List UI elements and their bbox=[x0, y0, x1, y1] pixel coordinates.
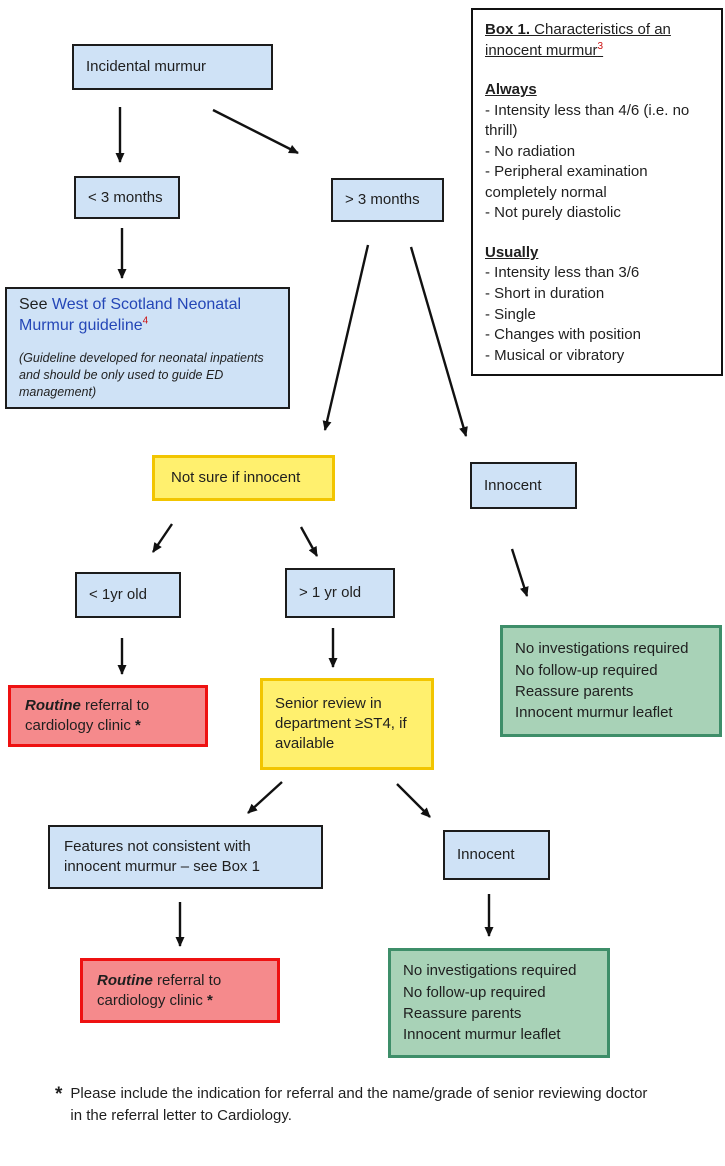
node-outcome-innocent-lower: No investigations required No follow-up … bbox=[388, 948, 610, 1058]
node-gt-1yr-old: > 1 yr old bbox=[285, 568, 395, 618]
footnote-text: Please include the indication for referr… bbox=[70, 1085, 648, 1124]
node-label: < 3 months bbox=[88, 188, 163, 206]
node-senior-review: Senior review in department ≥ST4, if ava… bbox=[260, 678, 434, 770]
guideline-note: (Guideline developed for neonatal inpati… bbox=[19, 351, 264, 400]
guideline-link[interactable]: West of Scotland Neonatal Murmur guideli… bbox=[19, 295, 242, 334]
referral-text: Routine referral to cardiology clinic * bbox=[97, 971, 265, 1011]
node-label: Innocent bbox=[484, 476, 542, 494]
box1-always-item: - Peripheral examination completely norm… bbox=[485, 163, 648, 201]
box1-title-bold: Box 1. bbox=[485, 21, 531, 38]
box1-usually-item: - Changes with position bbox=[485, 326, 641, 344]
box1-usually-item: - Single bbox=[485, 305, 536, 323]
referral-rest: referral to cardiology clinic bbox=[25, 697, 150, 734]
box1-reference-panel: Box 1. Characteristics of an innocent mu… bbox=[471, 8, 723, 376]
referral-emphasis: Routine bbox=[97, 971, 153, 989]
box1-always-item: - Not purely diastolic bbox=[485, 204, 621, 222]
guideline-prefix: See bbox=[19, 295, 52, 313]
node-neonatal-guideline: See West of Scotland Neonatal Murmur gui… bbox=[5, 287, 290, 409]
guideline-text: See West of Scotland Neonatal Murmur gui… bbox=[19, 295, 276, 337]
box1-always-item: - Intensity less than 4/6 (i.e. no thril… bbox=[485, 101, 690, 140]
outcome-line: Reassure parents bbox=[403, 1005, 522, 1022]
outcome-line: No investigations required bbox=[515, 640, 689, 658]
box1-usually-heading: Usually bbox=[485, 243, 539, 261]
outcome-line: Innocent murmur leaflet bbox=[403, 1026, 561, 1044]
node-label: < 1yr old bbox=[89, 586, 147, 604]
node-innocent-upper: Innocent bbox=[470, 462, 577, 509]
node-features-not-consistent: Features not consistent with innocent mu… bbox=[48, 825, 323, 889]
box1-title-rest: Characteristics of an innocent murmur bbox=[485, 21, 671, 59]
outcome-line: No investigations required bbox=[403, 962, 577, 980]
box1-usually-item: - Short in duration bbox=[485, 285, 605, 303]
node-outcome-innocent-upper: No investigations required No follow-up … bbox=[500, 625, 722, 737]
referral-emphasis: Routine bbox=[25, 697, 81, 715]
node-lt-1yr-old: < 1yr old bbox=[75, 572, 181, 618]
box1-title: Box 1. Characteristics of an innocent mu… bbox=[485, 20, 709, 61]
outcome-line: Innocent murmur leaflet bbox=[515, 704, 673, 722]
node-label: Innocent bbox=[457, 846, 515, 864]
outcome-line: No follow-up required bbox=[403, 983, 546, 1001]
referral-asterisk: * bbox=[135, 717, 141, 734]
node-label: Not sure if innocent bbox=[171, 469, 301, 487]
node-gt-3-months: > 3 months bbox=[331, 178, 444, 222]
node-routine-referral-upper: Routine referral to cardiology clinic * bbox=[8, 685, 208, 747]
spacer bbox=[485, 224, 709, 243]
node-innocent-lower: Innocent bbox=[443, 830, 550, 880]
node-label: Features not consistent with innocent mu… bbox=[64, 838, 260, 875]
box1-usually-item: - Musical or vibratory bbox=[485, 346, 625, 364]
node-not-sure-if-innocent: Not sure if innocent bbox=[152, 455, 335, 501]
box1-always-item: - No radiation bbox=[485, 142, 576, 160]
referral-text: Routine referral to cardiology clinic * bbox=[25, 696, 193, 736]
node-label: > 3 months bbox=[345, 191, 420, 209]
footnote: * Please include the indication for refe… bbox=[55, 1083, 650, 1127]
referral-rest: referral to cardiology clinic bbox=[97, 971, 222, 1009]
node-label: > 1 yr old bbox=[299, 584, 362, 602]
guideline-superscript: 4 bbox=[142, 315, 149, 327]
node-lt-3-months: < 3 months bbox=[74, 176, 180, 219]
referral-asterisk: * bbox=[207, 991, 213, 1009]
box1-title-superscript: 3 bbox=[597, 40, 604, 52]
node-label: Senior review in department ≥ST4, if ava… bbox=[275, 695, 407, 752]
spacer bbox=[485, 61, 709, 80]
box1-usually-item: - Intensity less than 3/6 bbox=[485, 264, 640, 282]
node-incidental-murmur: Incidental murmur bbox=[72, 44, 273, 90]
outcome-line: No follow-up required bbox=[515, 661, 658, 679]
node-label: Incidental murmur bbox=[86, 58, 207, 76]
outcome-line: Reassure parents bbox=[515, 683, 634, 700]
box1-always-heading: Always bbox=[485, 81, 537, 99]
node-routine-referral-lower: Routine referral to cardiology clinic * bbox=[80, 958, 280, 1023]
footnote-asterisk: * bbox=[55, 1084, 63, 1105]
